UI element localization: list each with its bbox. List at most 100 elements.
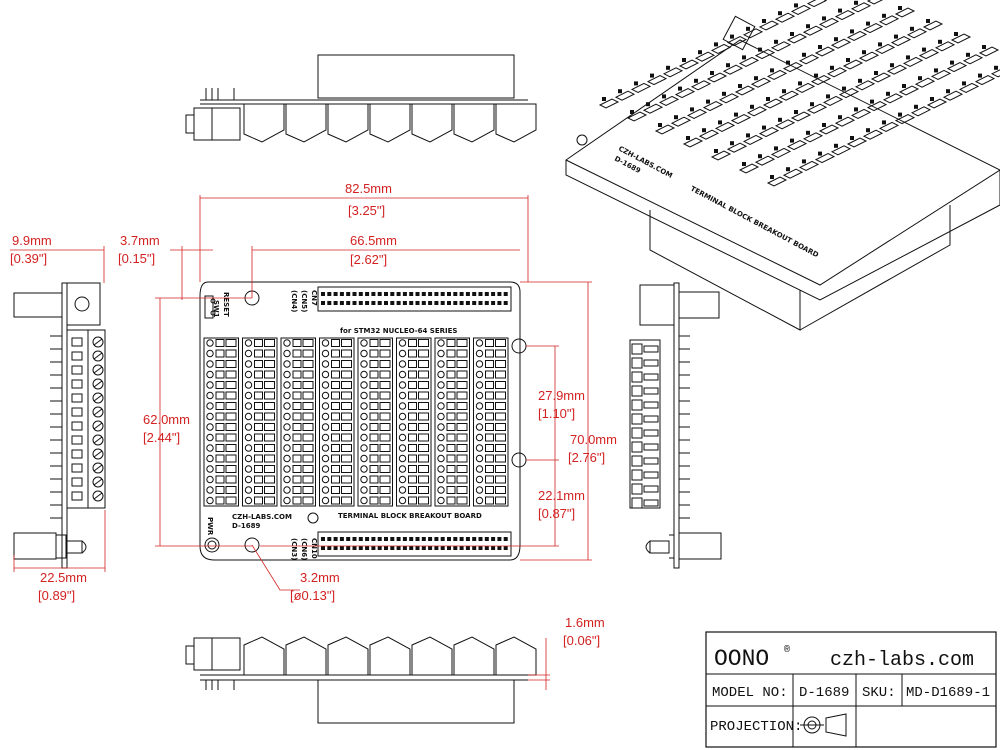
terminal-wire-slot xyxy=(264,391,275,400)
iso-terminal xyxy=(794,82,816,93)
iso-terminal-screw xyxy=(674,115,678,120)
terminal-hole xyxy=(206,475,214,484)
header-pin xyxy=(327,537,332,541)
header-pin xyxy=(333,292,338,296)
terminal-clamp xyxy=(446,475,456,484)
iso-terminal-screw xyxy=(694,78,698,83)
terminal-clamp xyxy=(254,360,263,368)
iso-terminal-screw xyxy=(758,154,762,159)
screw-slot xyxy=(93,464,103,472)
terminal-wire-slot xyxy=(302,360,314,368)
iso-terminal-screw xyxy=(646,102,650,107)
terminal-wire-slot xyxy=(456,349,468,358)
terminal-clamp xyxy=(331,475,340,484)
iso-terminal-screw xyxy=(894,34,898,39)
terminal-wire-slot xyxy=(495,486,506,494)
header-pin xyxy=(402,292,407,296)
header-pin xyxy=(333,546,338,550)
iso-reset-button xyxy=(576,134,588,146)
terminal-wire-slot xyxy=(302,454,314,463)
bottom-header-pins xyxy=(205,680,235,690)
terminal-clamp xyxy=(331,454,340,463)
terminal-hole xyxy=(475,423,484,431)
iso-terminal-screw xyxy=(730,34,734,39)
terminal-clamp xyxy=(408,465,417,473)
header-pin xyxy=(409,537,414,541)
terminal-hole xyxy=(437,454,445,463)
header-pin xyxy=(472,546,477,550)
header-pin xyxy=(396,292,401,296)
iso-terminal xyxy=(918,49,940,60)
terminal-hole xyxy=(283,402,291,410)
iso-terminal xyxy=(894,114,916,125)
iso-terminal xyxy=(706,72,728,83)
terminal-hole xyxy=(437,465,445,473)
terminal-clamp xyxy=(331,360,340,368)
terminal-body xyxy=(71,337,83,347)
terminal-wire-slot xyxy=(418,360,429,368)
dim-hole-top-mm: 27.9mm xyxy=(538,388,585,403)
terminal-wire-slot xyxy=(418,423,429,431)
iso-terminal-screw xyxy=(834,143,838,148)
header-pin xyxy=(415,292,420,296)
terminal-clamp xyxy=(485,475,494,484)
cn3-label: (CN3) xyxy=(290,538,298,560)
header-pin xyxy=(497,546,502,550)
dim-hole-bottom-mm: 22.1mm xyxy=(538,488,585,503)
header-pin xyxy=(440,301,445,305)
iso-terminal xyxy=(906,28,928,39)
header-pin xyxy=(421,292,426,296)
iso-terminal-screw xyxy=(758,47,762,52)
terminal-hole xyxy=(206,349,214,358)
header-pin xyxy=(472,301,477,305)
header-pin xyxy=(453,537,458,541)
terminal-clamp xyxy=(446,370,456,379)
terminal-clamp xyxy=(254,412,263,421)
header-pin xyxy=(402,537,407,541)
iso-terminal-screw xyxy=(634,81,638,86)
terminal-clamp xyxy=(408,433,417,442)
terminal-clamp xyxy=(254,402,263,410)
header-pin xyxy=(396,301,401,305)
terminal-wire-slot xyxy=(495,465,506,473)
terminal-clamp xyxy=(485,402,494,410)
mount-hole-right-bottom xyxy=(511,452,527,468)
terminal-wire-slot xyxy=(341,454,352,463)
terminal-hole xyxy=(475,486,484,494)
header-pin xyxy=(428,301,433,305)
dim-side-depth-in: [0.39"] xyxy=(10,251,47,266)
terminal-wire-slot xyxy=(456,444,468,452)
terminal-hole xyxy=(398,433,407,442)
header-pin xyxy=(447,546,451,550)
iso-terminal-screw xyxy=(906,55,910,60)
terminal-clamp xyxy=(215,349,225,358)
iso-terminal-screw xyxy=(778,11,782,16)
terminal-clamp xyxy=(292,444,302,452)
terminal-wire-slot xyxy=(379,339,391,347)
terminal-wire-slot xyxy=(495,402,506,410)
top-side-view xyxy=(185,54,537,143)
terminal-wire-slot xyxy=(418,444,429,452)
iso-terminal xyxy=(642,103,664,114)
terminal-wire-slot xyxy=(341,349,352,358)
terminal-wire-slot xyxy=(341,391,352,400)
terminal-wire-slot xyxy=(456,433,468,442)
terminal-hole xyxy=(283,339,291,347)
iso-terminal xyxy=(962,54,984,65)
terminal-hole xyxy=(206,433,214,442)
reset-switch xyxy=(204,295,214,319)
terminal-hole xyxy=(475,349,484,358)
terminal-hole xyxy=(437,370,445,379)
terminal-wire-slot xyxy=(341,370,352,379)
header-pin xyxy=(371,301,376,305)
iso-terminal-screw xyxy=(658,123,662,127)
iso-terminal-screw xyxy=(750,104,754,109)
header-pin xyxy=(346,301,351,305)
header-pin xyxy=(384,537,388,541)
iso-terminal xyxy=(894,7,916,18)
terminal-body xyxy=(71,449,83,459)
terminal-hole xyxy=(398,444,407,452)
iso-terminal-screw xyxy=(726,63,730,68)
iso-terminal xyxy=(914,77,936,88)
header-pin xyxy=(434,546,439,550)
